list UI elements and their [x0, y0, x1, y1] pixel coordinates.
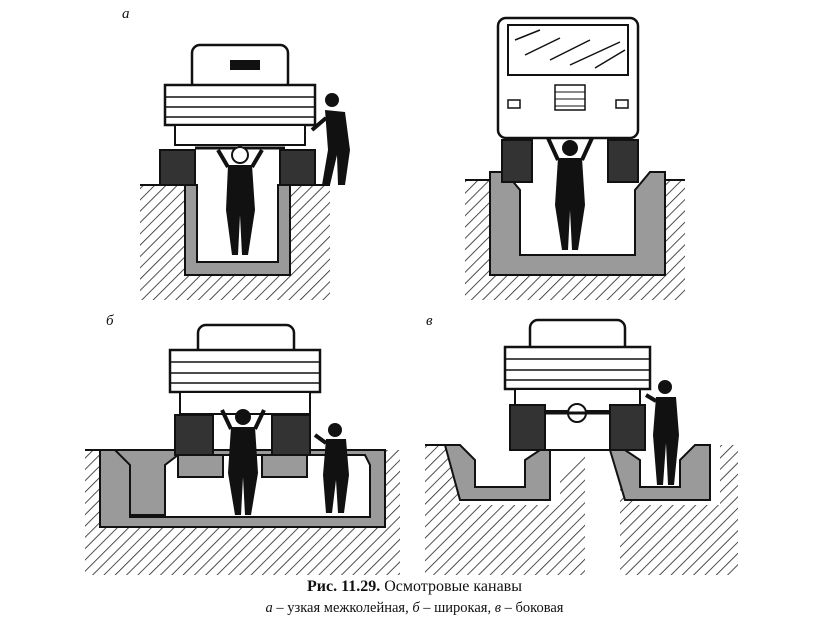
panel-a-label: а: [122, 6, 130, 22]
wheel-left: [159, 149, 196, 186]
ground: [85, 450, 400, 575]
ground: [140, 185, 330, 300]
legend-text-b: – широкая,: [419, 600, 495, 616]
legend-text-v: – боковая: [501, 600, 564, 616]
wheel-right: [609, 404, 646, 451]
bus-windshield: [507, 24, 629, 76]
panel-bus: [420, 0, 829, 300]
ground-right: [620, 445, 738, 575]
panel-b-label: б: [106, 313, 114, 329]
wide-pit-illustration: [85, 323, 400, 575]
figure-title: Осмотровые канавы: [384, 578, 522, 595]
wheel-left: [509, 404, 546, 451]
worker-side-pit: [653, 397, 679, 485]
ground-left: [425, 445, 585, 575]
figure-caption-legend: а – узкая межколейная, б – широкая, в – …: [0, 600, 829, 617]
figure-number: Рис. 11.29.: [307, 578, 381, 595]
pit-lining: [99, 449, 386, 528]
panel-a: а: [0, 0, 420, 300]
pit-right: [608, 444, 711, 501]
cab-window: [230, 60, 260, 70]
worker-in-pit: [226, 165, 255, 255]
figure-caption-title: Рис. 11.29. Осмотровые канавы: [0, 578, 829, 596]
wheel-right: [271, 414, 311, 456]
bus-pit-illustration: [465, 16, 685, 300]
worker-standing: [322, 110, 350, 185]
panel-b: б: [0, 305, 420, 575]
pit-left: [443, 444, 551, 501]
legend-key-b: б: [412, 600, 420, 616]
truck-body: [503, 345, 652, 391]
truck-body: [163, 83, 317, 127]
worker-in-pit: [555, 158, 585, 250]
worker-center: [228, 427, 258, 515]
panel-v: в: [420, 305, 829, 575]
wheel-left: [174, 414, 214, 456]
wheel-right: [607, 139, 639, 183]
side-pit-illustration: [425, 318, 738, 575]
wheel-left: [501, 139, 533, 183]
truck-body: [168, 348, 322, 394]
narrow-pit-illustration: [140, 43, 350, 300]
legend-key-a: а: [265, 600, 273, 616]
panel-v-label: в: [426, 313, 433, 329]
worker-right: [323, 439, 349, 513]
legend-text-a: – узкая межколейная,: [272, 600, 413, 616]
legend-key-v: в: [494, 600, 502, 616]
wheel-right: [279, 149, 316, 186]
pit-lining: [184, 184, 291, 276]
